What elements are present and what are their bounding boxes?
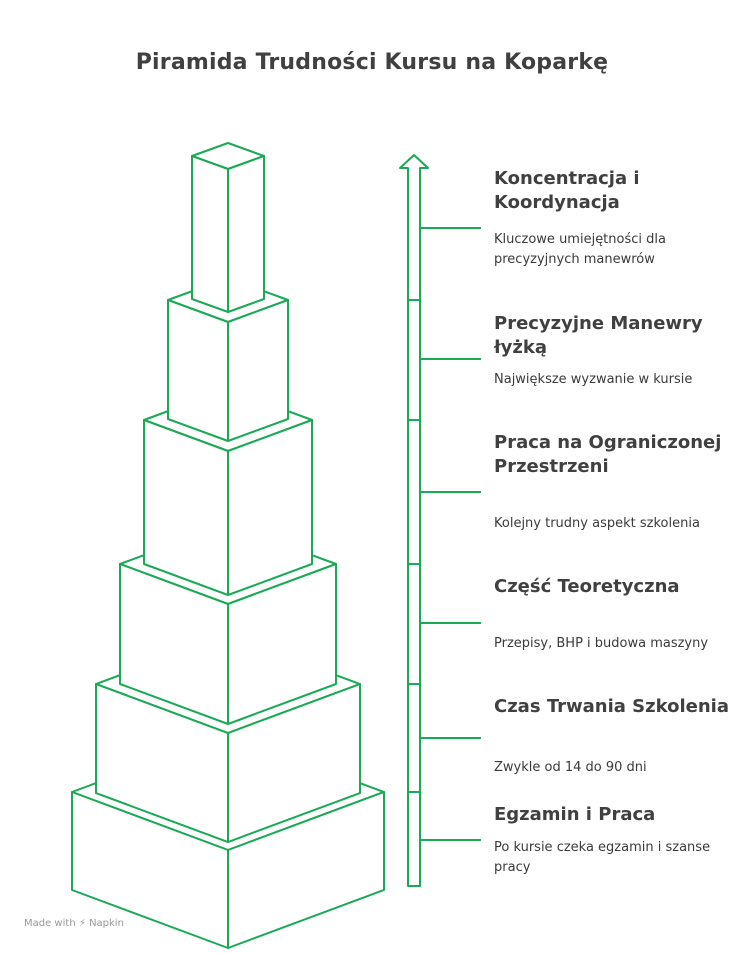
- level-3-description: Kolejny trudny aspekt szkolenia: [494, 516, 700, 531]
- pyramid-block-2: [167, 277, 289, 442]
- level-5-description: Zwykle od 14 do 90 dni: [494, 760, 647, 775]
- level-5-title-box: Czas Trwania Szkolenia: [494, 695, 734, 719]
- level-1-description: Kluczowe umiejętności dla precyzyjnych m…: [494, 232, 666, 267]
- level-6-title-box: Egzamin i Praca: [494, 803, 734, 827]
- level-6-description: Po kursie czeka egzamin i szanse pracy: [494, 840, 711, 875]
- level-1-title: Koncentracja i Koordynacja: [494, 168, 640, 213]
- level-2-title-box: Precyzyjne Manewry łyżką: [494, 312, 734, 360]
- level-1-title-box: Koncentracja i Koordynacja: [494, 167, 734, 215]
- watermark: Made with ⚡ Napkin: [24, 918, 124, 929]
- level-4-description: Przepisy, BHP i budowa maszyny: [494, 636, 709, 651]
- level-3-title: Praca na Ograniczonej Przestrzeni: [494, 432, 722, 477]
- level-6-title: Egzamin i Praca: [494, 804, 656, 825]
- label-connectors: [420, 227, 481, 841]
- watermark-made-with: Made with: [24, 918, 76, 929]
- diagram-title: Piramida Trudności Kursu na Koparkę: [135, 50, 609, 75]
- level-5-title: Czas Trwania Szkolenia: [494, 696, 729, 717]
- level-4-title: Część Teoretyczna: [494, 576, 680, 597]
- watermark-brand: Napkin: [89, 918, 124, 929]
- level-4-title-box: Część Teoretyczna: [494, 575, 734, 599]
- level-2-title: Precyzyjne Manewry łyżką: [494, 313, 703, 358]
- pyramid-block-1: [191, 142, 265, 313]
- level-3-title-box: Praca na Ograniczonej Przestrzeni: [494, 431, 734, 479]
- napkin-logo-icon: ⚡: [78, 918, 86, 929]
- difficulty-arrow: [399, 154, 429, 887]
- level-2-description: Największe wyzwanie w kursie: [494, 372, 693, 387]
